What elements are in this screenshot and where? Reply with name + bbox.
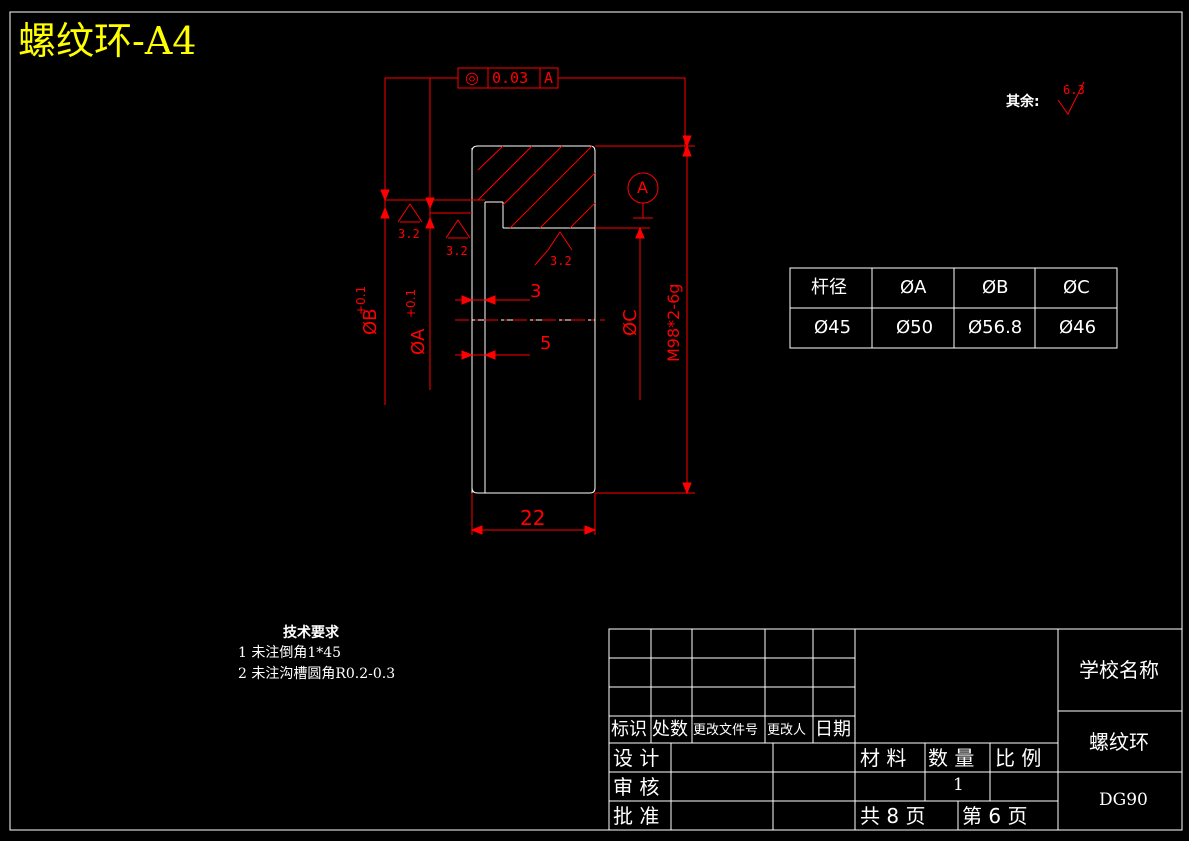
rev-header-person: 更改人 (767, 723, 807, 738)
school-name: 学校名称 (1079, 658, 1159, 682)
drawing-number: DG90 (1099, 790, 1148, 810)
sheet-border (9, 11, 1183, 831)
roughness-symbol-2 (445, 219, 471, 239)
gdt-frame (457, 67, 559, 89)
param-cell-a: Ø50 (896, 317, 934, 338)
quantity-value: 1 (953, 775, 964, 795)
dim-3: 3 (530, 281, 542, 302)
dim-phi-c: ØC (620, 309, 641, 336)
param-header-rod: 杆径 (811, 277, 847, 298)
sheet-count: 共 8 页 (860, 804, 926, 828)
param-cell-c: Ø46 (1059, 317, 1097, 338)
datum-marker: A (637, 178, 648, 197)
surface-note-label: 其余: (1006, 94, 1040, 110)
roughness-value-1: 3.2 (398, 227, 420, 241)
sheet-number: 第 6 页 (962, 804, 1028, 828)
section-hatch (477, 145, 596, 229)
rev-header-date: 日期 (815, 719, 851, 740)
roughness-symbol-3 (547, 231, 573, 251)
tol-phi-a: +0.1 (404, 288, 418, 318)
dim-22: 22 (520, 506, 546, 530)
surface-note-roughness: 6.3 (1063, 83, 1085, 97)
param-header-a: ØA (900, 277, 927, 298)
title-block-grid (608, 628, 1183, 831)
drawing-title: 螺纹环-A4 (18, 19, 197, 63)
dim-5: 5 (540, 333, 552, 354)
roughness-value-3: 3.2 (550, 254, 572, 268)
label-material: 材 料 (860, 746, 907, 770)
label-scale: 比 例 (995, 746, 1042, 770)
part-name: 螺纹环 (1089, 730, 1149, 754)
roughness-symbol-1 (397, 203, 423, 223)
param-header-c: ØC (1063, 277, 1090, 298)
rev-header-mark: 标识 (611, 719, 647, 740)
label-quantity: 数 量 (928, 746, 975, 770)
surface-roughness-symbol (1057, 81, 1085, 115)
label-review: 审 核 (613, 775, 660, 799)
tech-req-item-1: 1 未注倒角1*45 (238, 645, 342, 661)
label-approve: 批 准 (613, 804, 660, 828)
tech-req-item-2: 2 未注沟槽圆角R0.2-0.3 (238, 666, 396, 682)
label-design: 设 计 (613, 746, 660, 770)
param-cell-rod: Ø45 (814, 317, 852, 338)
roughness-value-2: 3.2 (446, 244, 468, 258)
tech-req-title: 技术要求 (283, 625, 339, 641)
gdt-datum: A (544, 69, 554, 87)
concentricity-icon: ◎ (465, 68, 479, 87)
param-cell-b: Ø56.8 (968, 317, 1023, 338)
dim-phi-a: ØA (408, 328, 429, 355)
tol-phi-b: +0.1 (354, 285, 368, 315)
rev-header-doc: 更改文件号 (693, 723, 759, 738)
rev-header-count: 处数 (652, 719, 688, 740)
param-table-grid (789, 267, 1118, 349)
gdt-tolerance: 0.03 (492, 69, 529, 87)
dim-thread: M98*2-6g (664, 283, 683, 362)
part-view (380, 67, 695, 535)
param-header-b: ØB (982, 277, 1009, 298)
